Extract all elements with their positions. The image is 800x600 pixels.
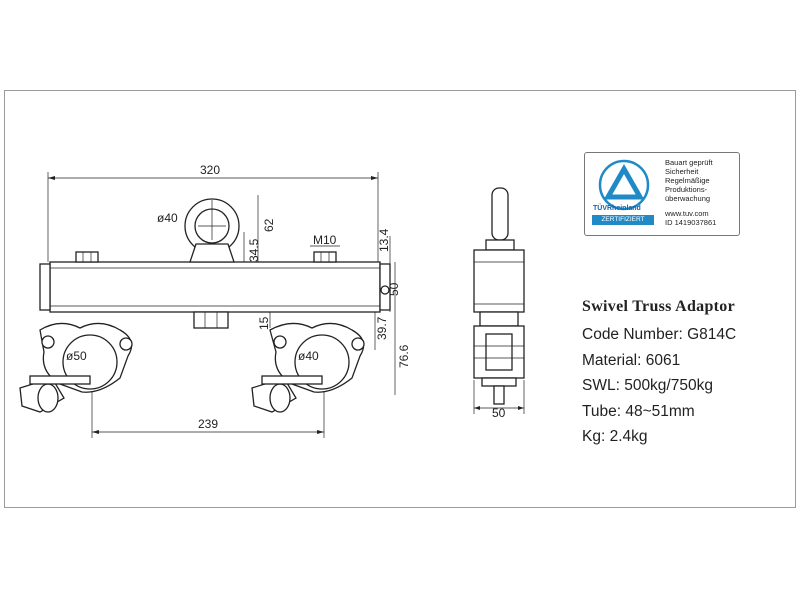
right-clamp: ø40	[251, 322, 365, 413]
dim-ring-base: 34.5	[247, 238, 261, 262]
cert-line-1: Bauart geprüft	[665, 158, 713, 167]
dim-total-height: 76.6	[397, 344, 411, 368]
cert-line-2: Sicherheit	[665, 167, 699, 176]
spec-material: Material: 6061	[582, 351, 681, 369]
tuv-brand: TÜVRheinland	[593, 205, 641, 212]
dim-ring-height: 62	[262, 218, 276, 232]
side-eye	[491, 187, 509, 241]
dim-clamp-offset: 39.7	[375, 316, 389, 340]
spec-weight: Kg: 2.4kg	[582, 428, 648, 445]
spec-tube: Tube: 48~51mm	[582, 402, 695, 420]
drawing-frame	[4, 90, 796, 508]
cert-line-4: Produktions-	[665, 185, 708, 194]
left-nut	[75, 251, 99, 263]
spec-swl: SWL: 500kg/750kg	[582, 377, 713, 394]
main-tube	[49, 261, 381, 313]
dim-ring-diameter: ø40	[157, 211, 178, 225]
spec-block: Swivel Truss Adaptor Code Number: G814C …	[582, 298, 736, 450]
cert-website: www.tuv.com	[665, 209, 709, 218]
cert-id: ID 1419037861	[665, 218, 717, 227]
dim-tube-height: 50	[387, 282, 401, 296]
dim-clamp-right: ø40	[298, 349, 319, 363]
dim-overall-length: 320	[200, 163, 220, 177]
front-view: 320 ø40 62 34.5 M10 13.4 50	[19, 163, 411, 438]
tuv-triangle-icon	[598, 159, 650, 211]
left-clamp: ø50	[19, 322, 133, 413]
tuv-badge: ZERTIFIZIERT	[592, 215, 654, 225]
product-title: Swivel Truss Adaptor	[582, 298, 735, 315]
center-bolt	[193, 311, 229, 329]
tuv-certificate: TÜVRheinland ZERTIFIZIERT Bauart geprüft…	[584, 152, 740, 236]
dim-nut-height: 13.4	[377, 228, 391, 252]
spec-code: Code Number: G814C	[582, 326, 737, 343]
side-view: 50	[473, 187, 525, 420]
dim-bolt: M10	[313, 233, 337, 247]
dim-clamp-left: ø50	[66, 349, 87, 363]
dim-side-width: 50	[492, 406, 506, 420]
dim-clamp-spacing: 239	[198, 417, 218, 431]
cert-line-3: Regelmäßige	[665, 176, 710, 185]
dim-gap: 15	[257, 316, 271, 330]
right-nut	[313, 251, 337, 263]
cert-line-5: überwachung	[665, 194, 711, 203]
